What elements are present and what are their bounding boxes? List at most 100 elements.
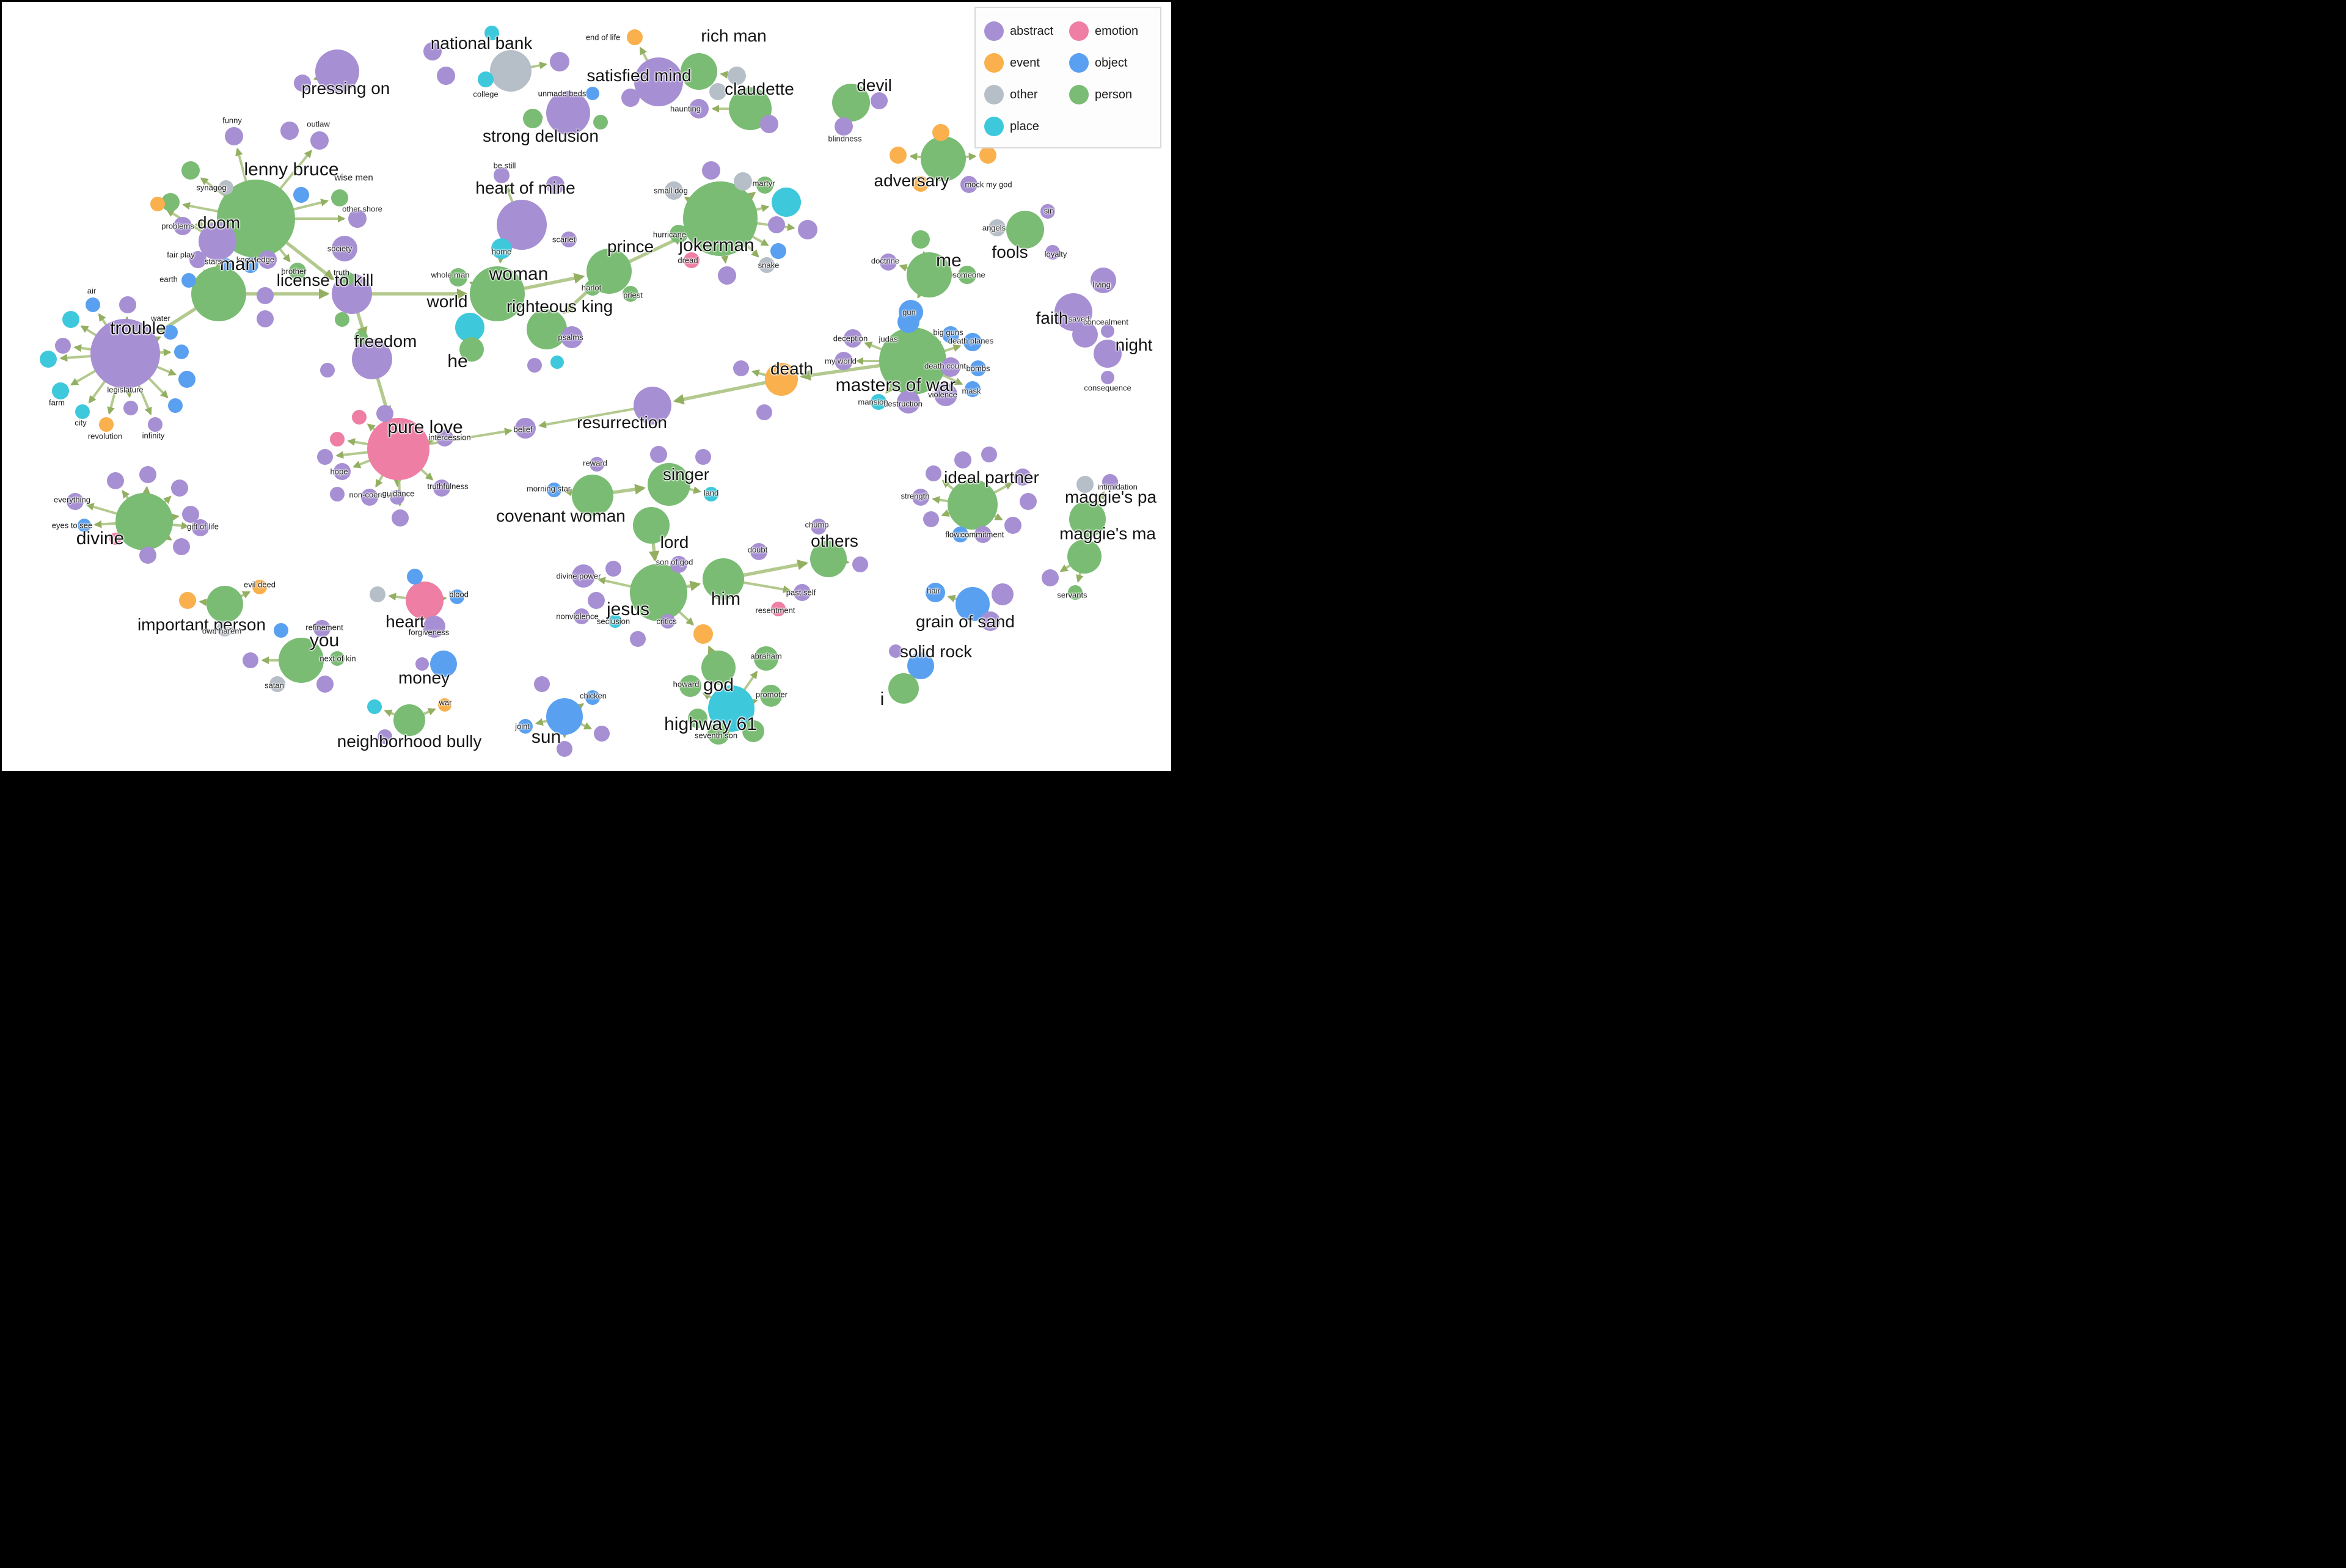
node-mow_mansion[interactable] — [871, 394, 886, 410]
node-hom_purple_r[interactable] — [546, 176, 565, 194]
node-fa_living[interactable] — [1091, 268, 1116, 293]
node-lb_synagog[interactable] — [219, 180, 233, 195]
node-mow_violence[interactable] — [934, 383, 957, 406]
node-ipr_purple_t2[interactable] — [981, 447, 997, 462]
node-sm_purple_bl[interactable] — [621, 89, 640, 107]
legend-item-other[interactable]: other — [984, 80, 1069, 109]
node-ip_harem[interactable] — [217, 621, 233, 636]
node-mow_myworld[interactable] — [835, 352, 853, 370]
node-nbu_war[interactable] — [438, 698, 451, 712]
node-home_cyan[interactable] — [491, 238, 512, 259]
node-di_purple_br[interactable] — [173, 538, 190, 555]
node-sd_green_l[interactable] — [523, 109, 543, 128]
node-si_purple_tr[interactable] — [695, 449, 711, 465]
node-tr_city[interactable] — [75, 404, 90, 419]
node-me_green_t[interactable] — [912, 230, 930, 249]
node-lb_blue[interactable] — [293, 187, 309, 203]
node-you_purple_l[interactable] — [243, 652, 258, 668]
node-man_purple_r[interactable] — [257, 287, 274, 304]
node-je_nonviolence[interactable] — [574, 608, 590, 624]
node-ipr_purple_lb[interactable] — [923, 511, 939, 527]
node-ip_orange_l[interactable] — [179, 592, 196, 609]
node-ipr_purple_t[interactable] — [954, 451, 971, 469]
node-je_hub[interactable] — [630, 564, 687, 621]
node-ot_hub[interactable] — [810, 541, 847, 577]
node-lb_shore[interactable] — [348, 210, 367, 228]
node-jk_purple_r[interactable] — [798, 220, 817, 239]
node-mow_bigguns[interactable] — [942, 326, 959, 343]
node-man_earth[interactable] — [181, 273, 196, 288]
node-si_hub[interactable] — [648, 463, 690, 506]
node-po_r[interactable] — [437, 67, 455, 85]
node-pl_purple_b[interactable] — [392, 509, 409, 527]
node-gs_purple_b[interactable] — [981, 611, 1000, 631]
node-mp_gray[interactable] — [1076, 476, 1094, 493]
node-pl_pink_l[interactable] — [330, 432, 345, 447]
node-di_purple_tl[interactable] — [107, 472, 124, 489]
node-ltk_green_b[interactable] — [335, 312, 349, 327]
node-god_hub[interactable] — [701, 651, 736, 685]
node-sd_hub[interactable] — [546, 91, 590, 135]
node-cw_morning[interactable] — [547, 483, 561, 497]
legend-item-event[interactable]: event — [984, 48, 1069, 78]
legend-item-place[interactable]: place — [984, 112, 1069, 141]
node-hw_green_l[interactable] — [688, 709, 707, 728]
node-sr_hub[interactable] — [907, 652, 934, 679]
node-pl_noncoercion[interactable] — [361, 489, 378, 506]
node-fr_hub[interactable] — [352, 339, 392, 379]
node-je_purple_l1[interactable] — [605, 561, 621, 577]
node-lb_brother[interactable] — [289, 263, 306, 280]
node-pl_intercession[interactable] — [436, 429, 453, 447]
node-sd_green_r[interactable] — [593, 115, 608, 129]
node-tr_farm[interactable] — [52, 382, 69, 399]
node-me_someone[interactable] — [958, 266, 976, 284]
node-tr_revolution[interactable] — [99, 417, 114, 432]
node-jk_cyan[interactable] — [772, 188, 801, 217]
node-sun_joint[interactable] — [518, 719, 533, 734]
node-ipr_purple_r[interactable] — [1020, 493, 1037, 510]
node-di_pink_bl[interactable] — [109, 533, 122, 545]
node-pr_priest[interactable] — [623, 286, 638, 302]
node-sun_purple_tl[interactable] — [534, 676, 550, 692]
node-je_purple_b[interactable] — [630, 631, 646, 647]
node-you_hub[interactable] — [279, 638, 324, 683]
node-hom_bestill[interactable] — [494, 167, 510, 183]
node-pl_hope[interactable] — [334, 463, 351, 480]
node-adv_right_orange[interactable] — [979, 147, 996, 164]
node-tr_purple_top[interactable] — [119, 296, 136, 313]
node-pl_purple_bl[interactable] — [330, 487, 345, 501]
node-fo_loyalty[interactable] — [1045, 245, 1060, 260]
node-mow_dcount[interactable] — [941, 357, 960, 377]
node-re_belief[interactable] — [515, 418, 536, 439]
node-ipr_purple_rt[interactable] — [1014, 469, 1031, 486]
node-mm_purple_l[interactable] — [1042, 569, 1059, 586]
node-rm_gray[interactable] — [728, 67, 746, 85]
node-me_doctrine[interactable] — [880, 253, 897, 271]
node-doom_orange[interactable] — [150, 197, 165, 211]
node-ipr_purple_tl[interactable] — [926, 465, 941, 481]
node-je_seclusion[interactable] — [608, 614, 622, 628]
node-doom_hub[interactable] — [199, 222, 236, 260]
node-he_blue_t[interactable] — [407, 569, 423, 585]
node-cw_reward[interactable] — [590, 457, 604, 472]
node-he_blood[interactable] — [450, 589, 464, 604]
node-cl_haunting[interactable] — [689, 99, 709, 119]
node-hi_resent[interactable] — [771, 602, 786, 616]
node-jk_snake[interactable] — [759, 257, 775, 273]
node-je_purple_l2[interactable] — [588, 592, 605, 609]
node-nb_college[interactable] — [478, 71, 494, 87]
node-adv_left_orange[interactable] — [890, 147, 907, 164]
node-gs_purple_r[interactable] — [992, 583, 1014, 605]
node-mp_purple[interactable] — [1102, 474, 1118, 490]
node-cl_purple_br[interactable] — [760, 115, 778, 133]
node-you_blue_t[interactable] — [274, 623, 288, 638]
node-tr_hub[interactable] — [90, 319, 160, 388]
node-jk_smalldog[interactable] — [665, 181, 683, 200]
node-mm_hub[interactable] — [1067, 539, 1102, 574]
node-ot_purple_r[interactable] — [852, 556, 868, 572]
node-rk_purple_b[interactable] — [527, 358, 542, 373]
node-mm_servants[interactable] — [1068, 585, 1083, 600]
node-you_satan[interactable] — [269, 676, 285, 692]
legend-item-person[interactable]: person — [1069, 80, 1154, 109]
node-po_left[interactable] — [294, 75, 311, 92]
